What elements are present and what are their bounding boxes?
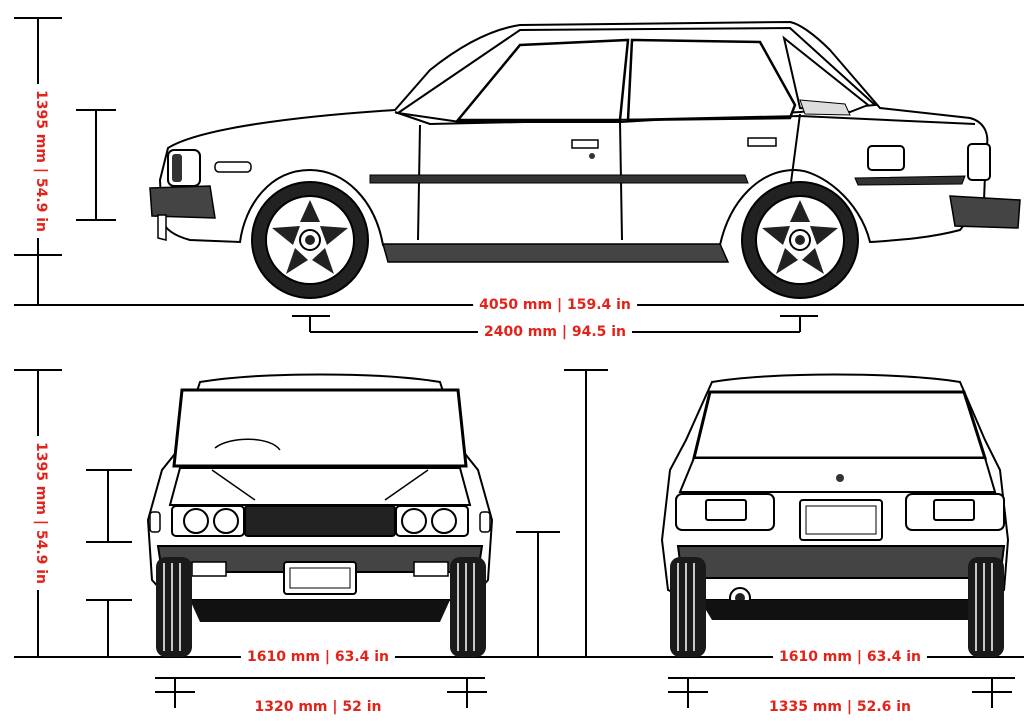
- rear-bumper: [676, 545, 1006, 579]
- front-track-label: 1320 mm | 52 in: [248, 698, 388, 716]
- front-height-label: 1395 mm | 54.9 in: [32, 435, 51, 591]
- front-width-label: 1610 mm | 63.4 in: [240, 648, 396, 666]
- side-rocker: [382, 243, 730, 263]
- front-height-dimension: [14, 369, 132, 657]
- rear-taillights: [675, 493, 1005, 531]
- front-wheel: [251, 181, 369, 299]
- front-track-bracket: [155, 677, 487, 708]
- rear-track-bracket: [668, 677, 1015, 708]
- fuel-door: [867, 145, 905, 171]
- side-height-dimension: [14, 17, 116, 305]
- side-view: [14, 17, 1024, 333]
- door-handle-front: [571, 139, 599, 149]
- side-wheelbase-label: 2400 mm | 94.5 in: [477, 323, 633, 341]
- rear-left-tire: [669, 556, 707, 658]
- front-grille: [244, 505, 396, 537]
- front-headlights: [171, 505, 469, 537]
- side-front-bumper: [149, 185, 216, 219]
- rear-wheel: [741, 181, 859, 299]
- rear-track-label: 1335 mm | 52.6 in: [762, 698, 918, 716]
- side-rear-bumper: [949, 195, 1021, 229]
- front-right-tire: [449, 556, 487, 658]
- side-length-label: 4050 mm | 159.4 in: [473, 296, 637, 314]
- front-left-tire: [155, 556, 193, 658]
- door-handle-rear: [747, 137, 777, 147]
- rear-view: [660, 373, 1015, 708]
- side-height-label: 1395 mm | 54.9 in: [32, 83, 51, 239]
- side-car-body: [158, 20, 989, 246]
- rear-width-label: 1610 mm | 63.4 in: [772, 648, 928, 666]
- rear-right-tire: [967, 556, 1005, 658]
- side-molding: [369, 174, 749, 184]
- front-view: [14, 369, 1024, 708]
